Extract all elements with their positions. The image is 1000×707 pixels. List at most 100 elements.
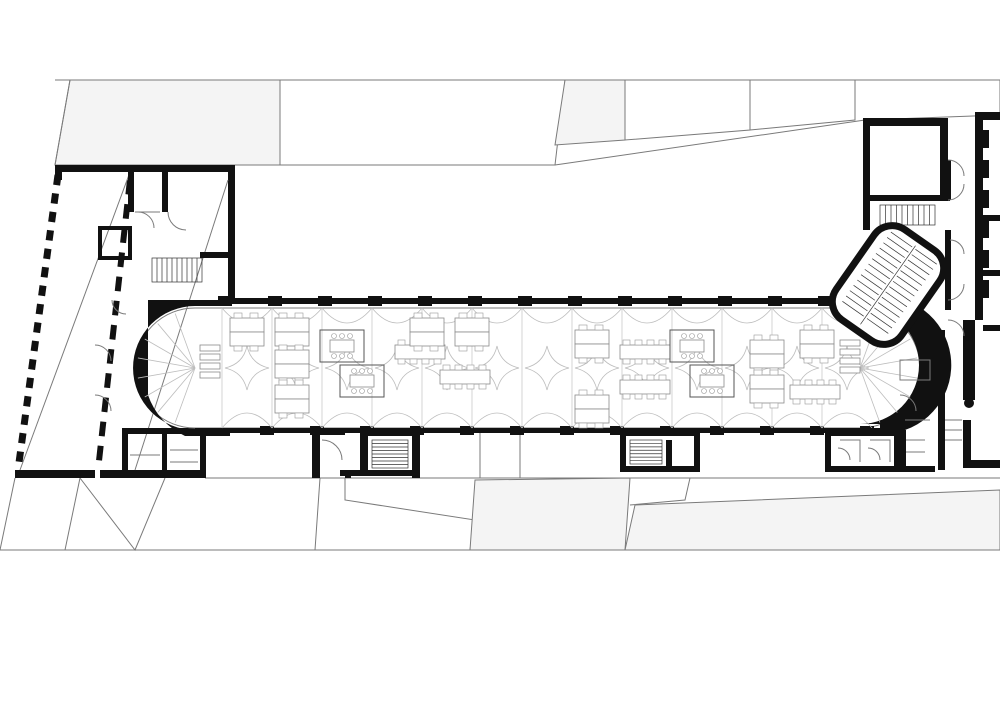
chair — [658, 374, 667, 381]
chair — [634, 374, 643, 381]
vault-rib — [521, 412, 573, 429]
facade-wall-segment — [983, 220, 989, 238]
chair — [681, 353, 687, 359]
vault-rib — [621, 412, 673, 429]
desk — [409, 331, 445, 347]
meeting-table — [699, 374, 725, 388]
chair — [594, 357, 604, 364]
apse-rib — [859, 338, 911, 369]
desk — [789, 384, 841, 400]
meeting-table — [329, 339, 355, 353]
vault-rib — [221, 412, 273, 429]
chair — [816, 398, 825, 405]
vault-star — [524, 345, 570, 391]
chair — [792, 398, 801, 405]
east-wing — [828, 112, 1000, 470]
chair — [466, 383, 475, 390]
vault-rib — [821, 412, 873, 429]
chair — [804, 379, 813, 386]
vault-star — [824, 345, 870, 391]
vault-rib — [671, 307, 723, 324]
stair-tread — [881, 296, 904, 313]
chair — [413, 312, 423, 319]
chair — [578, 422, 588, 429]
vault-rib — [521, 307, 573, 324]
desk — [199, 371, 221, 379]
vault-rib — [571, 307, 623, 324]
stair-tread — [860, 274, 883, 290]
stair-tread — [879, 247, 902, 264]
desk — [619, 344, 671, 360]
facade-wall-segment — [48, 211, 57, 223]
corridor-wall-segment — [122, 203, 131, 219]
facade-pier — [460, 426, 474, 435]
apse-rib — [137, 357, 196, 369]
chair — [339, 353, 345, 359]
stair-tread — [883, 242, 905, 258]
chair — [646, 374, 655, 381]
desk — [839, 357, 861, 365]
stair-tread — [875, 253, 898, 269]
chair — [803, 357, 813, 364]
chair — [701, 388, 707, 394]
chair — [646, 339, 655, 346]
vault-rib — [721, 412, 773, 429]
facade-pier — [510, 426, 524, 435]
chair — [792, 379, 801, 386]
desk — [274, 331, 310, 347]
chair — [359, 388, 365, 394]
facade-pier — [560, 426, 574, 435]
stair-tread — [866, 318, 889, 334]
stair-tread — [886, 237, 909, 253]
vault-star — [324, 345, 370, 391]
facade-wall-segment — [30, 340, 39, 352]
stair-tread — [904, 264, 926, 281]
chair — [351, 368, 357, 374]
stair-tread — [896, 275, 919, 292]
chair — [458, 345, 468, 352]
desk — [274, 349, 310, 365]
meeting-table — [679, 339, 705, 353]
meeting-room — [689, 364, 735, 398]
vault-rib — [421, 412, 473, 429]
chair — [646, 358, 655, 365]
facade-wall-segment — [20, 414, 29, 426]
desk — [274, 398, 310, 414]
desk — [574, 343, 610, 359]
chair — [347, 353, 353, 359]
chair — [249, 345, 259, 352]
desk — [574, 408, 610, 424]
chair — [828, 398, 837, 405]
facade-wall-segment — [35, 303, 44, 315]
desk — [454, 317, 490, 333]
facade-wall-segment — [53, 174, 62, 186]
facade-pier — [568, 296, 582, 306]
chair — [233, 345, 243, 352]
vault-rib — [671, 412, 723, 429]
chair — [658, 393, 667, 400]
chair — [278, 312, 288, 319]
chair — [828, 379, 837, 386]
chair — [689, 353, 695, 359]
chair — [442, 364, 451, 371]
stair-tread — [842, 301, 864, 317]
facade-wall-segment — [983, 190, 989, 208]
main-hall — [133, 296, 952, 436]
chair — [397, 358, 406, 365]
chair — [634, 358, 643, 365]
desk — [799, 329, 835, 345]
desk — [229, 317, 265, 333]
chair — [804, 398, 813, 405]
context-buildings — [0, 79, 1000, 551]
chair — [249, 312, 259, 319]
stair-tread — [868, 263, 891, 280]
chair — [359, 368, 365, 374]
facade-pier — [668, 296, 682, 306]
chair — [753, 369, 763, 376]
facade-pier — [818, 296, 832, 306]
chair — [347, 333, 353, 339]
chair — [769, 369, 779, 376]
chair — [646, 393, 655, 400]
south-annexes — [312, 428, 935, 478]
facade-wall-segment — [23, 395, 32, 407]
